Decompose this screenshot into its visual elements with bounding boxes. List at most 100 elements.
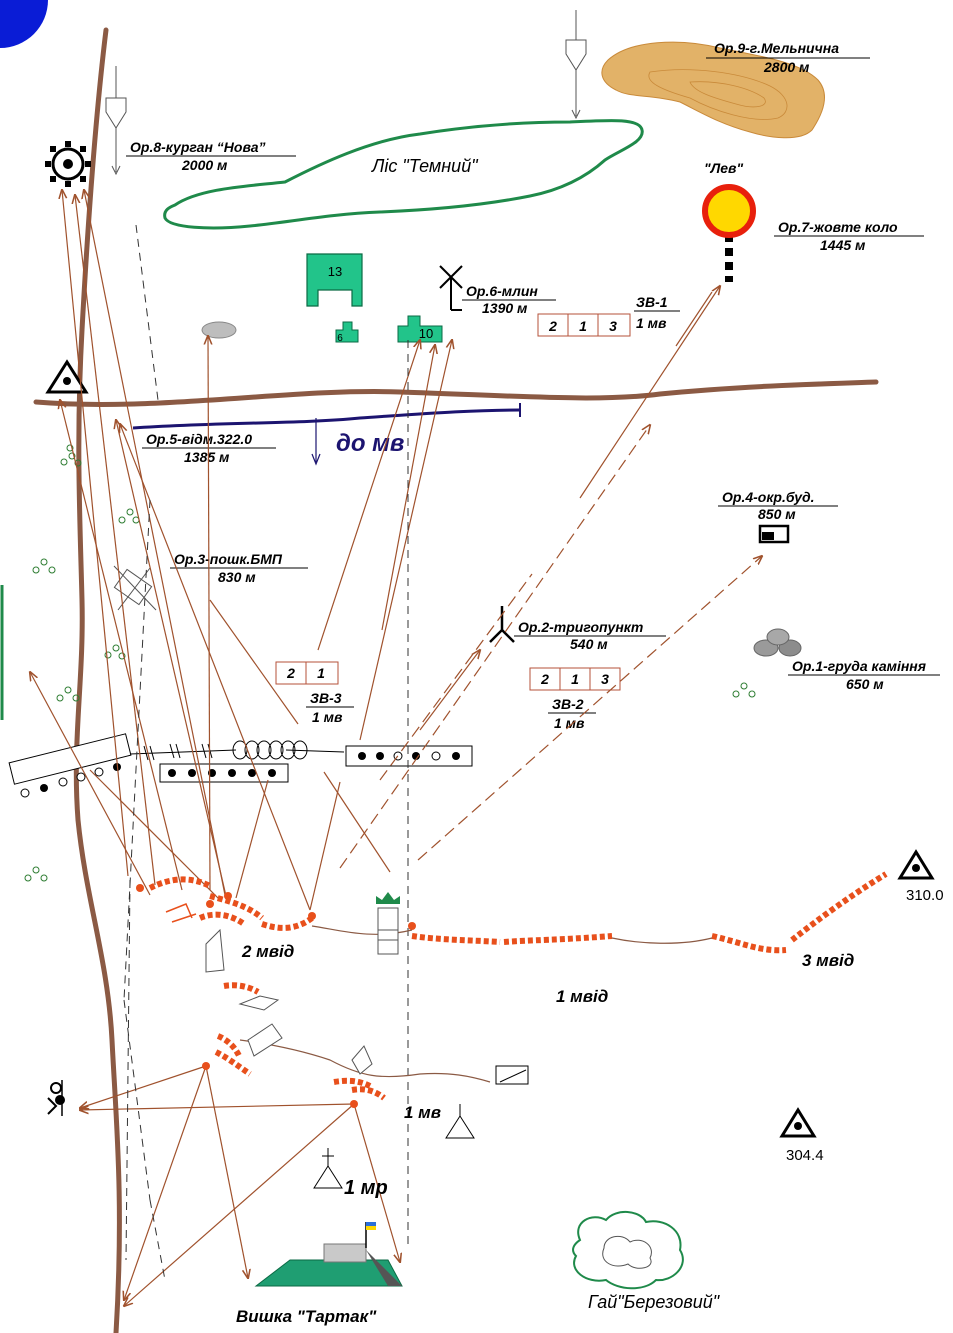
stream-label: до мв	[336, 430, 404, 457]
height-marker-310	[897, 849, 935, 880]
mill-icon	[439, 265, 463, 311]
stone-pile-icon	[753, 628, 802, 657]
svg-text:1 мв: 1 мв	[636, 315, 667, 331]
or8-dist: 2000 м	[181, 157, 228, 173]
unit-1mr: 1 мр	[344, 1177, 388, 1199]
svg-text:1 мв: 1 мв	[312, 709, 343, 725]
building-6: 6	[335, 321, 359, 344]
or5-dist: 1385 м	[184, 449, 230, 465]
svg-text:2: 2	[540, 671, 549, 687]
tower-tartak	[254, 1222, 403, 1287]
mortar-company-icon	[313, 1148, 343, 1189]
height-310-label: 310.0	[906, 887, 944, 904]
height-marker-304	[779, 1107, 817, 1138]
svg-text:13: 13	[328, 264, 342, 279]
forest-outline	[163, 118, 644, 230]
corner-blob	[0, 0, 48, 48]
grove-label: Гай"Березовий"	[588, 1292, 721, 1312]
direction-marker-top	[565, 10, 587, 120]
forest-label: Ліс "Темний"	[371, 156, 479, 176]
green-crown-icon	[376, 892, 400, 904]
front-line-2	[611, 937, 713, 944]
or9-title: Ор.9-г.Мельнична	[714, 40, 839, 56]
hill-melnychna	[601, 41, 825, 139]
defensive-positions	[136, 871, 888, 1108]
damaged-bmp-icon	[113, 565, 157, 611]
height-304-label: 304.4	[786, 1147, 824, 1164]
building-13: 13	[306, 253, 363, 307]
svg-text:3: 3	[601, 671, 609, 687]
or4-title: Ор.4-окр.буд.	[722, 489, 815, 505]
or7-dist: 1445 м	[820, 237, 866, 253]
height-marker-left	[45, 359, 89, 394]
observation-arrows	[30, 190, 720, 1306]
building-10: 10	[397, 315, 443, 343]
svg-text:6: 6	[337, 333, 343, 344]
unit-1mvid: 1 мвід	[556, 987, 608, 1006]
obstacle-line-right	[345, 745, 473, 767]
svg-text:ЗВ-2: ЗВ-2	[552, 696, 584, 712]
landmark-or5: Ор.5-відм.322.0 1385 м	[142, 431, 276, 465]
gray-object	[201, 321, 237, 339]
main-road-horizontal	[33, 379, 879, 407]
kurgan-icon	[45, 141, 91, 187]
svg-text:2: 2	[286, 665, 295, 681]
svg-text:10: 10	[419, 326, 433, 341]
sector-zv3: 2 1 ЗВ-3 1 мв	[275, 661, 354, 725]
main-road-vertical	[73, 27, 122, 1333]
stream	[132, 408, 521, 430]
or6-dist: 1390 м	[482, 300, 528, 316]
or1-title: Ор.1-груда каміння	[792, 658, 926, 674]
unit-2mvid: 2 мвід	[241, 942, 294, 961]
landmark-or4: Ор.4-окр.буд. 850 м	[718, 489, 838, 522]
sector-zv2: 2 1 3 ЗВ-2 1 мв	[529, 667, 621, 731]
wire-obstacle	[129, 740, 345, 761]
unit-3mvid: 3 мвід	[802, 951, 854, 970]
svg-text:1: 1	[579, 318, 587, 334]
svg-text:3: 3	[609, 318, 617, 334]
svg-text:1: 1	[317, 665, 325, 681]
shrub-dots	[24, 444, 756, 882]
obstacle-line-middle	[159, 763, 289, 783]
svg-text:1: 1	[571, 671, 579, 687]
artillery-icon	[47, 1080, 65, 1116]
building-or4-icon	[758, 524, 790, 544]
grove-berezovyi	[572, 1211, 684, 1290]
svg-text:2: 2	[548, 318, 557, 334]
yellow-circle-landmark	[702, 184, 756, 282]
or4-dist: 850 м	[758, 506, 796, 522]
or3-dist: 830 м	[218, 569, 256, 585]
or9-dist: 2800 м	[763, 59, 810, 75]
front-line-3	[239, 1039, 491, 1083]
small-structures	[205, 907, 399, 1075]
unit-1mv: 1 мв	[404, 1103, 441, 1122]
or2-dist: 540 м	[570, 636, 608, 652]
landmark-or9: Ор.9-г.Мельнична 2800 м	[706, 40, 870, 75]
dashed-fire-lines	[123, 224, 762, 1281]
lev-label: "Лев"	[704, 160, 743, 176]
svg-text:1 мв: 1 мв	[554, 715, 585, 731]
landmark-or2: Ор.2-тригопункт 540 м	[514, 619, 666, 652]
or2-title: Ор.2-тригопункт	[518, 619, 643, 635]
or8-title: Ор.8-курган “Нова”	[130, 139, 266, 155]
sector-zv1: 2 1 3 ЗВ-1 1 мв	[537, 294, 680, 337]
or5-title: Ор.5-відм.322.0	[146, 431, 252, 447]
svg-text:ЗВ-3: ЗВ-3	[310, 690, 342, 706]
front-line-1	[311, 925, 413, 935]
svg-text:ЗВ-1: ЗВ-1	[636, 294, 668, 310]
landmark-or1: Ор.1-груда каміння 650 м	[788, 658, 940, 692]
or6-title: Ор.6-млин	[466, 283, 538, 299]
landmark-or3: Ор.3-пошк.БМП 830 м	[170, 551, 308, 585]
trig-point-icon	[489, 606, 515, 643]
or3-title: Ор.3-пошк.БМП	[174, 551, 283, 567]
landmark-or6: Ор.6-млин 1390 м	[462, 283, 556, 316]
landmark-or8: Ор.8-курган “Нова” 2000 м	[126, 139, 296, 173]
mortar-platoon-icon	[445, 1104, 475, 1139]
direction-marker-left	[105, 66, 127, 176]
tower-label: Вишка "Тартак"	[236, 1307, 377, 1326]
landmark-or7: Ор.7-жовте коло 1445 м	[774, 219, 924, 253]
obstacle-line-left	[8, 733, 132, 785]
or1-dist: 650 м	[846, 676, 884, 692]
